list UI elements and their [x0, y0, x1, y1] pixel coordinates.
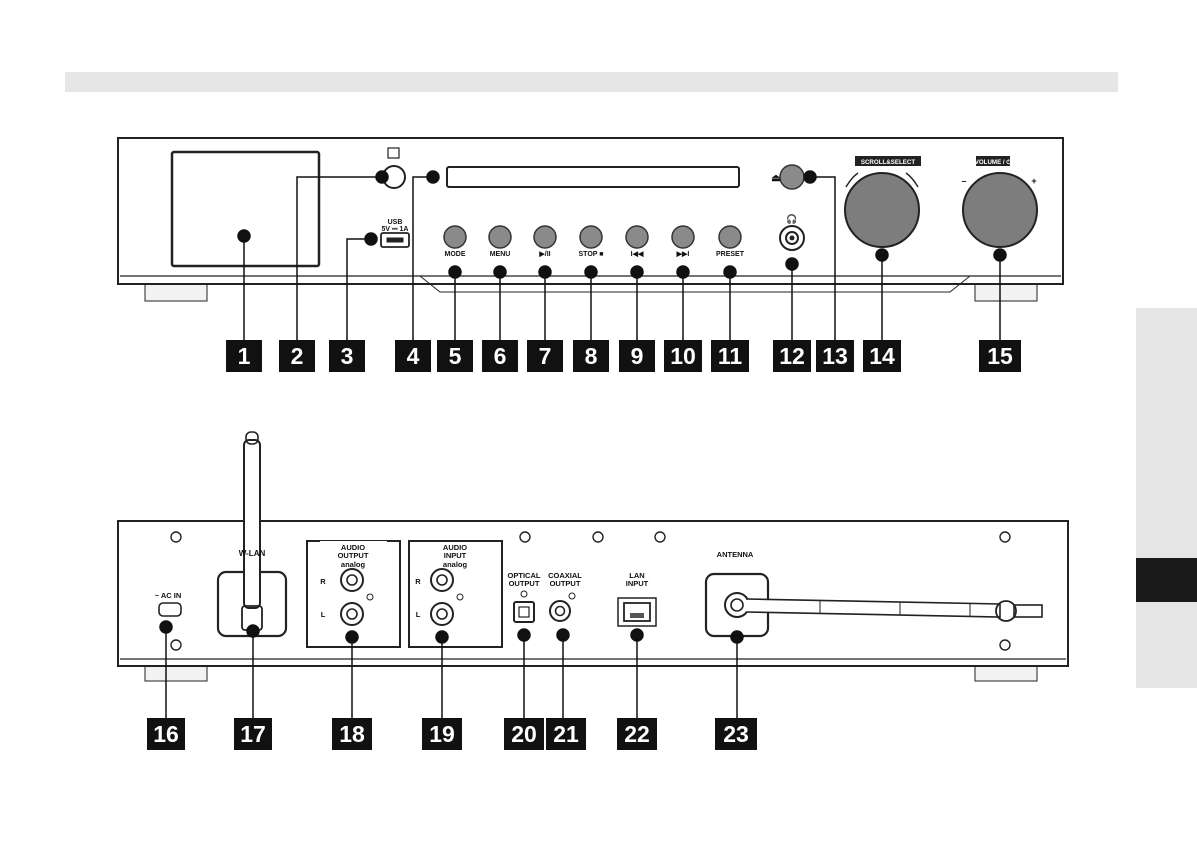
- volume-plus-label: +: [1031, 176, 1036, 186]
- dot-5: [449, 266, 461, 278]
- coaxial-output-title-2: OUTPUT: [550, 579, 581, 588]
- dot-7: [539, 266, 551, 278]
- volume-label: VOLUME / ⏻: [975, 159, 1012, 166]
- antenna-label: ANTENNA: [717, 550, 754, 559]
- mode-label: MODE: [445, 251, 466, 258]
- audio-input-l-label: L: [416, 610, 421, 619]
- callout-2: 2: [291, 343, 304, 369]
- prev-label: I◀◀: [631, 251, 644, 258]
- callout-9: 9: [631, 343, 644, 369]
- rear-foot-right: [975, 665, 1037, 681]
- lan-input-title-2: INPUT: [626, 579, 649, 588]
- callout-23: 23: [723, 721, 749, 747]
- callout-16: 16: [153, 721, 179, 747]
- next-label: ▶▶I: [676, 251, 690, 258]
- headphone-jack-core: [790, 236, 794, 240]
- eject-icon: ⏏: [771, 173, 781, 184]
- scroll-select-label: SCROLL&SELECT: [861, 159, 916, 166]
- volume-minus-label: –: [961, 176, 966, 186]
- callout-14: 14: [869, 343, 895, 369]
- dot-12: [786, 258, 798, 270]
- usb-rating-label: 5V ⎓ 1A: [382, 226, 409, 233]
- dot-1: [238, 230, 250, 242]
- audio-input-sub: analog: [443, 560, 468, 569]
- callout-5: 5: [449, 343, 462, 369]
- menu-label: MENU: [490, 251, 511, 258]
- callout-15: 15: [987, 343, 1013, 369]
- dot-19: [436, 631, 448, 643]
- callout-19: 19: [429, 721, 455, 747]
- volume-knob[interactable]: [963, 173, 1037, 247]
- callout-11: 11: [718, 343, 743, 369]
- dot-13: [804, 171, 816, 183]
- optical-output-title-2: OUTPUT: [509, 579, 540, 588]
- stop-label: STOP ■: [579, 251, 604, 258]
- dot-14: [876, 249, 888, 261]
- callout-6: 6: [494, 343, 507, 369]
- callout-22: 22: [624, 721, 650, 747]
- callout-4: 4: [407, 343, 420, 369]
- dot-10: [677, 266, 689, 278]
- front-body: [118, 138, 1063, 284]
- dot-9: [631, 266, 643, 278]
- dot-20: [518, 629, 530, 641]
- preset-label: PRESET: [716, 251, 745, 258]
- eject-button[interactable]: [780, 165, 804, 189]
- rear-callouts: 16 17 18 19 20 21 22 23: [147, 718, 757, 750]
- front-callouts: 1 2 3 4 5 6 7 8 9 10 11 12 13 14 15: [226, 340, 1021, 372]
- rear-foot-left: [145, 665, 207, 681]
- wlan-label: W-LAN: [239, 549, 266, 558]
- scroll-select-knob[interactable]: [845, 173, 919, 247]
- audio-output-l-label: L: [321, 610, 326, 619]
- callout-8: 8: [585, 343, 598, 369]
- dot-15: [994, 249, 1006, 261]
- dot-3: [365, 233, 377, 245]
- dot-18: [346, 631, 358, 643]
- audio-output-r-label: R: [320, 577, 326, 586]
- play-pause-button[interactable]: [534, 226, 556, 248]
- dot-4: [427, 171, 439, 183]
- callout-1: 1: [238, 343, 251, 369]
- dot-8: [585, 266, 597, 278]
- dot-6: [494, 266, 506, 278]
- callout-21: 21: [553, 721, 579, 747]
- foot-left: [145, 283, 207, 301]
- dot-16: [160, 621, 172, 633]
- callout-12: 12: [779, 343, 805, 369]
- audio-output-title-2: OUTPUT: [338, 551, 369, 560]
- audio-input-r-label: R: [415, 577, 421, 586]
- stop-button[interactable]: [580, 226, 602, 248]
- prev-button[interactable]: [626, 226, 648, 248]
- dot-21: [557, 629, 569, 641]
- wlan-antenna[interactable]: [244, 440, 260, 608]
- dot-11: [724, 266, 736, 278]
- callout-7: 7: [539, 343, 552, 369]
- mode-button[interactable]: [444, 226, 466, 248]
- play-pause-label: ▶/II: [538, 251, 550, 258]
- callout-10: 10: [670, 343, 696, 369]
- callout-17: 17: [240, 721, 266, 747]
- menu-button[interactable]: [489, 226, 511, 248]
- ac-in-label: ~ AC IN: [155, 591, 182, 600]
- foot-right: [975, 283, 1037, 301]
- next-button[interactable]: [672, 226, 694, 248]
- callout-18: 18: [339, 721, 365, 747]
- callout-13: 13: [822, 343, 848, 369]
- preset-button[interactable]: [719, 226, 741, 248]
- audio-output-sub: analog: [341, 560, 366, 569]
- dot-22: [631, 629, 643, 641]
- headphone-icon: 🎧: [786, 213, 797, 224]
- dot-23: [731, 631, 743, 643]
- lan-pins-icon: [630, 613, 644, 618]
- usb-label: USB: [388, 219, 403, 226]
- callout-3: 3: [341, 343, 354, 369]
- dot-17: [247, 625, 259, 637]
- dot-2: [376, 171, 388, 183]
- usb-slot-icon: [387, 238, 403, 242]
- audio-input-title-2: INPUT: [444, 551, 467, 560]
- callout-20: 20: [511, 721, 537, 747]
